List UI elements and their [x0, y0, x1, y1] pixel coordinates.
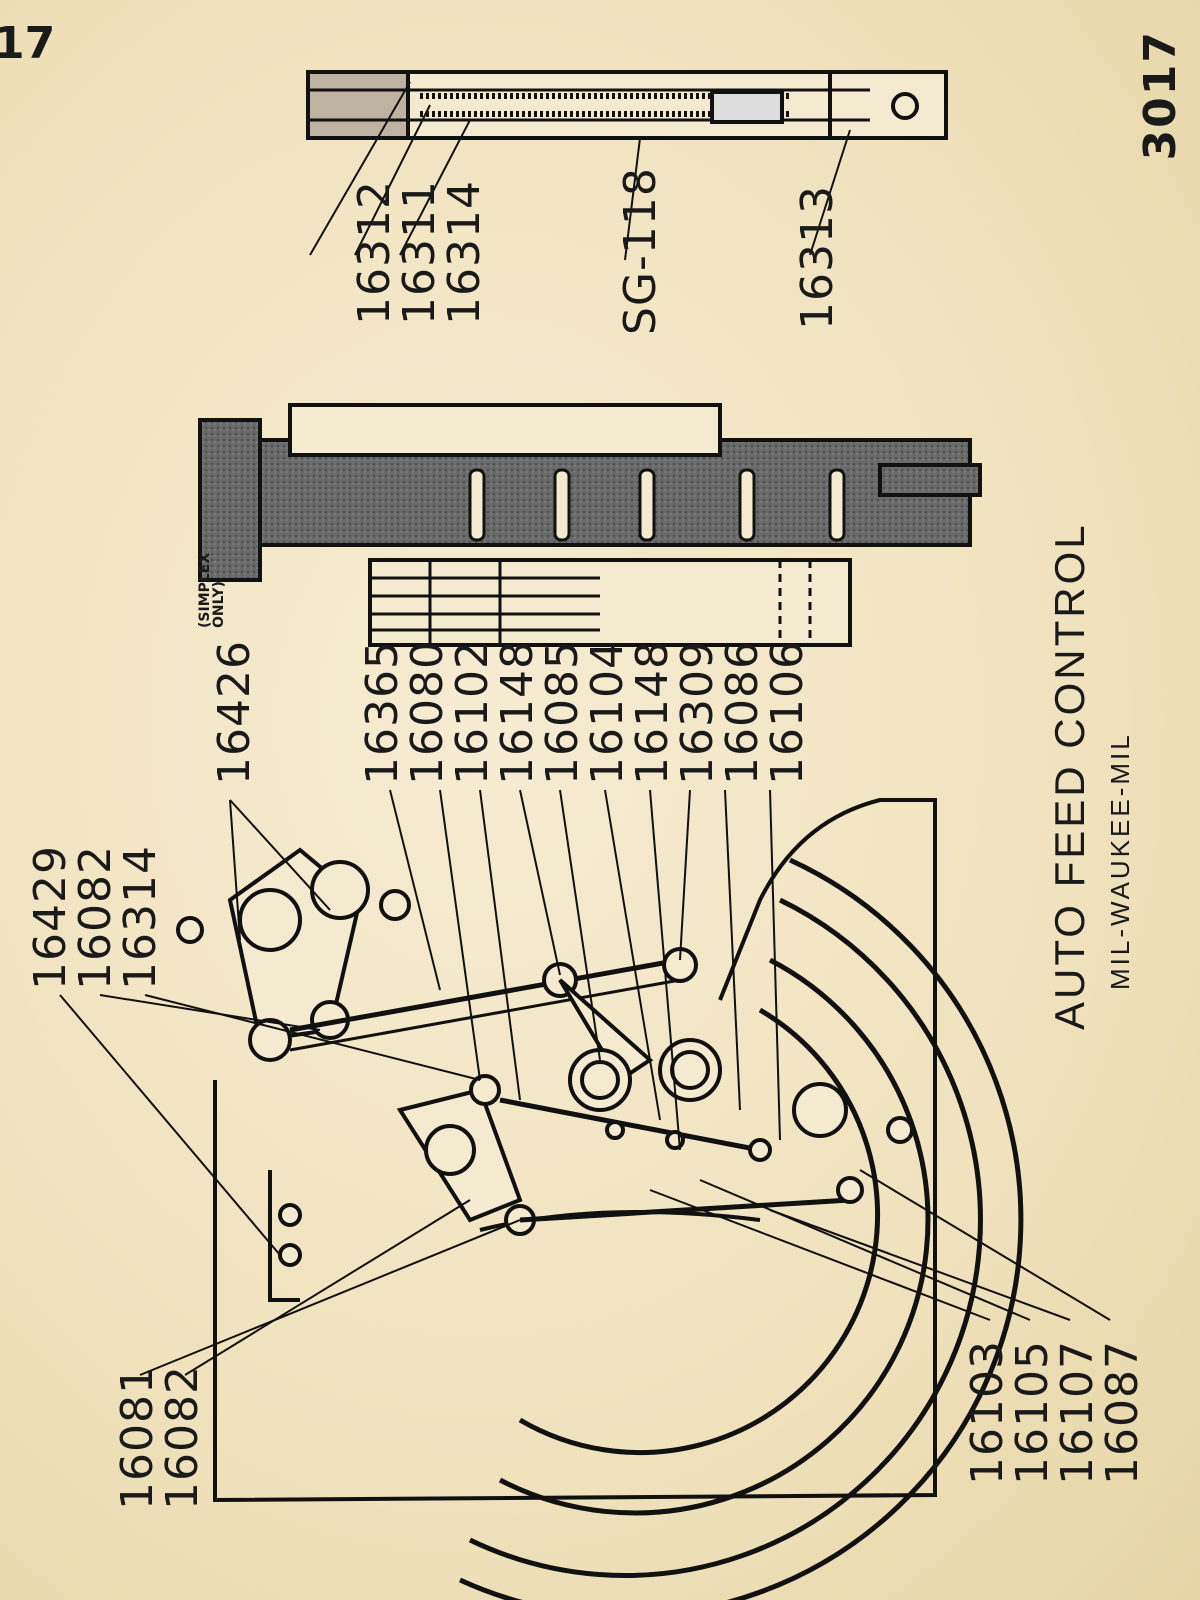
part-number: 16314 — [439, 180, 490, 325]
part-number: 16082 — [157, 1365, 208, 1510]
quadrant-arcs — [458, 857, 1024, 1600]
part-number: 16104 — [582, 640, 633, 785]
part-number: 16365 — [357, 640, 408, 785]
part-number: 16082 — [70, 845, 121, 990]
part-number: 16309 — [672, 640, 723, 785]
control-block — [198, 403, 982, 647]
part-number: 16313 — [792, 185, 843, 330]
part-number: 16314 — [115, 845, 166, 990]
part-number: 16107 — [1052, 1340, 1103, 1485]
part-number: 16080 — [402, 640, 453, 785]
part-number: 16086 — [717, 640, 768, 785]
part-number: 16103 — [962, 1340, 1013, 1485]
part-number: 16087 — [1097, 1340, 1148, 1485]
title-sub: MIL-WAUKEE-MIL — [1105, 732, 1135, 990]
leader-lines — [59, 81, 1111, 1376]
part-number: 16429 — [25, 845, 76, 990]
part-number: 16105 — [1007, 1340, 1058, 1485]
part-number: 16148 — [627, 640, 678, 785]
title-main: AUTO FEED CONTROL — [1046, 522, 1093, 1030]
part-number: 16148 — [492, 640, 543, 785]
slide-bar-assembly — [306, 70, 948, 140]
part-number: SG-118 — [615, 167, 666, 335]
page-number-left: 17 — [0, 18, 56, 69]
part-number: 16106 — [762, 640, 813, 785]
part-number: 16426 — [209, 640, 260, 785]
part-number: 16311 — [394, 180, 445, 325]
part-number: 16081 — [112, 1365, 163, 1510]
part-number: 16085 — [537, 640, 588, 785]
part-number: 16312 — [349, 180, 400, 325]
part-number: 16102 — [447, 640, 498, 785]
